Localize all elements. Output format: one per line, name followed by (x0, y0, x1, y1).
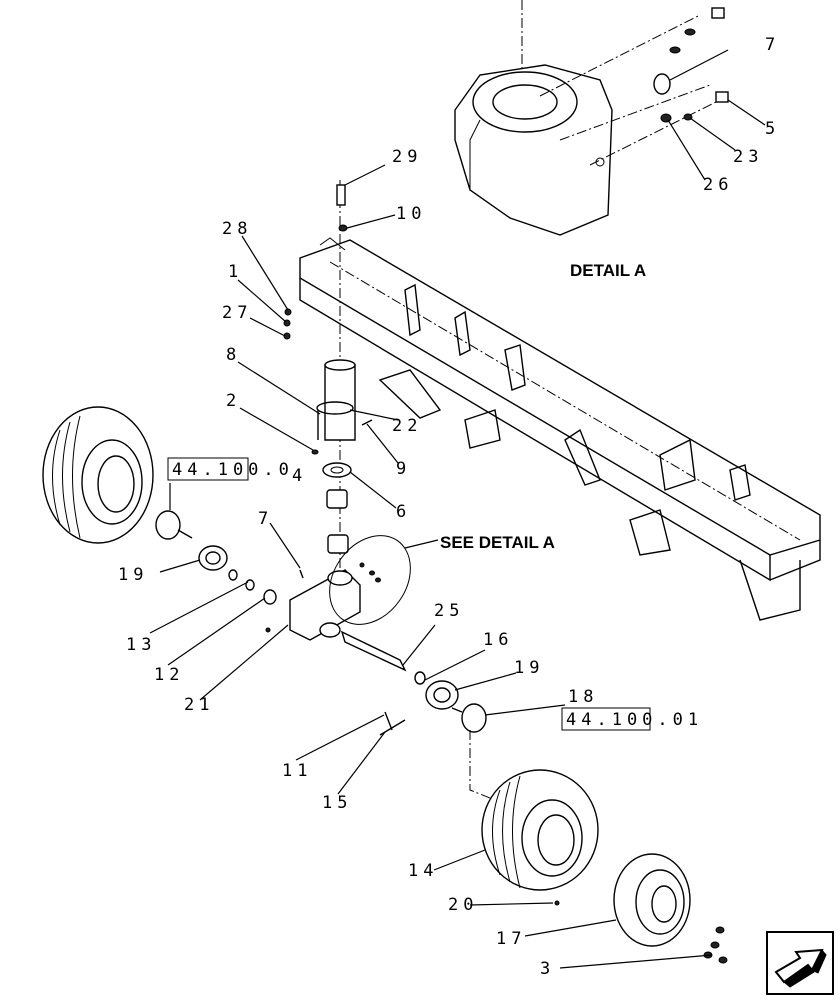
left-wheel (42, 406, 228, 571)
callout-8: 8 (226, 345, 241, 365)
o-ring (653, 73, 671, 95)
callout-28: 28 (222, 219, 252, 239)
callout-6: 6 (396, 502, 411, 522)
callout-5: 5 (765, 119, 780, 139)
callout-13: 13 (126, 635, 156, 655)
callout-12: 12 (154, 665, 184, 685)
axle-25 (340, 630, 407, 672)
callout-17: 17 (496, 929, 526, 949)
see-detail-a-label: SEE DETAIL A (440, 533, 555, 552)
grease-fitting (684, 28, 696, 36)
callout-14: 14 (408, 861, 438, 881)
reference-label: 44.100.0 (172, 460, 294, 480)
callout-26: 26 (703, 175, 733, 195)
callout-21: 21 (184, 695, 214, 715)
washer-10 (338, 224, 348, 232)
detail-a-circle (329, 535, 411, 625)
callout-27: 27 (222, 303, 252, 323)
part-2 (311, 449, 319, 455)
pivot-column (283, 180, 373, 590)
callout-7: 7 (765, 35, 780, 55)
callout-1: 1 (228, 262, 243, 282)
pin-11 (384, 711, 393, 731)
callout-11: 11 (282, 761, 312, 781)
callout-3: 3 (540, 959, 555, 979)
callout-22: 22 (392, 416, 422, 436)
washer-13 (245, 579, 255, 591)
hub-18 (461, 703, 487, 733)
detail-a-hardware (653, 7, 729, 123)
washer-16 (414, 671, 426, 685)
frame-beam (299, 237, 821, 621)
callout-15: 15 (322, 793, 352, 813)
hub-19-right (425, 680, 459, 710)
callout-18: 18 (568, 687, 598, 707)
callout-19-left: 19 (118, 565, 148, 585)
nut-26 (660, 113, 672, 123)
reference-box-right: 44.100.01 (561, 707, 703, 731)
callout-23: 23 (733, 147, 763, 167)
callout-2: 2 (226, 391, 241, 411)
callout-19-right: 19 (514, 658, 544, 678)
washer (669, 46, 681, 54)
callout-9: 9 (396, 459, 411, 479)
pin-22 (361, 419, 373, 426)
bolt-head-5 (715, 91, 729, 103)
bolt-head (711, 7, 725, 19)
next-page-arrow-icon[interactable] (766, 931, 834, 995)
hub-19-left (198, 545, 228, 571)
lug-nut (715, 926, 725, 934)
bushing-lower (327, 534, 349, 554)
callout-16: 16 (483, 630, 513, 650)
reference-label: 44.100.01 (566, 710, 703, 730)
detail-a-housing (454, 0, 721, 236)
leader-lines (149, 49, 766, 969)
hub-left (155, 510, 181, 540)
callout-7b: 7 (258, 509, 273, 529)
detail-a-heading: DETAIL A (570, 261, 646, 280)
callout-numbers: 7 5 23 26 29 10 28 1 27 8 2 22 9 4 6 7 1… (118, 35, 780, 979)
valve-20 (554, 900, 560, 906)
axle-yoke (228, 535, 426, 685)
spacer-12 (263, 589, 277, 605)
pin-7 (299, 569, 304, 579)
callout-29: 29 (392, 147, 422, 167)
reference-box-left: 44.100.0 (167, 457, 294, 481)
callout-20: 20 (448, 895, 478, 915)
callout-25: 25 (434, 601, 464, 621)
right-wheel (379, 680, 728, 964)
callout-4: 4 (292, 466, 307, 486)
yoke-21 (289, 569, 361, 641)
washer-6 (322, 462, 352, 478)
callout-10: 10 (396, 204, 426, 224)
bolt-29 (336, 184, 346, 206)
bushing-4 (326, 489, 348, 509)
